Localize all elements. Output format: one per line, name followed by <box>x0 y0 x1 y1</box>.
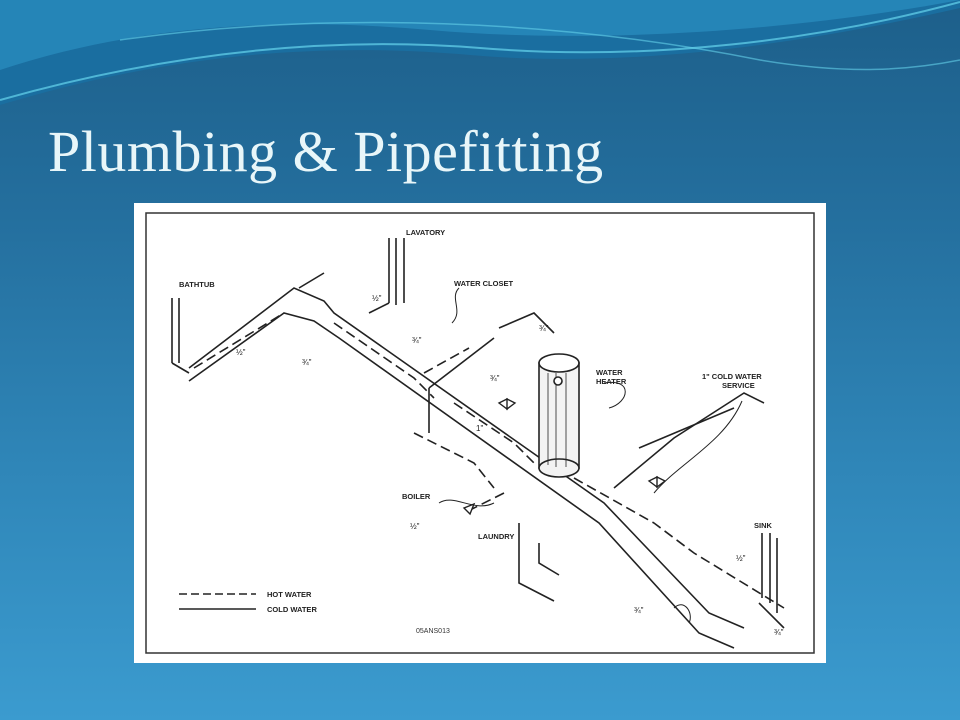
legend: HOT WATER COLD WATER <box>179 590 317 614</box>
slide-title: Plumbing & Pipefitting <box>48 119 604 184</box>
diagram-svg: LAVATORY BATHTUB WATER CLOSET WATER HEAT… <box>145 212 815 654</box>
dim-laundry-threeq: ¾" <box>634 606 644 615</box>
figure-code: 05ANS013 <box>416 628 450 635</box>
legend-cold-water: COLD WATER <box>267 605 317 614</box>
label-boiler: BOILER <box>402 492 431 501</box>
label-water-heater-2: HEATER <box>596 377 627 386</box>
label-lavatory: LAVATORY <box>406 228 445 237</box>
bathtub-risers <box>171 298 190 374</box>
label-laundry: LAUNDRY <box>478 532 514 541</box>
dim-sink-threeq: ¾" <box>774 628 784 637</box>
sink-risers <box>758 533 785 629</box>
diagram-border <box>145 212 815 654</box>
legend-hot-water: HOT WATER <box>267 590 312 599</box>
dim-bathtub-half: ½" <box>236 348 246 357</box>
cold-water-pipes <box>188 272 765 649</box>
dim-lav-half: ½" <box>372 294 382 303</box>
label-cold-service-2: SERVICE <box>722 381 755 390</box>
dim-sink-half: ½" <box>736 554 746 563</box>
label-cold-service-1: 1" COLD WATER <box>702 372 762 381</box>
top-wave-mid <box>0 0 960 70</box>
leader-lines <box>438 287 743 624</box>
dim-boiler-half: ½" <box>410 522 420 531</box>
water-heater-tank <box>538 353 580 478</box>
top-wave-line-2 <box>119 21 960 71</box>
dim-mid-threeq: ¾" <box>490 374 500 383</box>
label-sink: SINK <box>754 521 773 530</box>
dim-wc-threeq: ¾" <box>412 336 422 345</box>
top-wave-line <box>0 1 960 101</box>
hot-water-pipes <box>193 312 785 609</box>
dim-heater-threeq: ¾" <box>539 324 549 333</box>
label-water-closet: WATER CLOSET <box>454 279 513 288</box>
valves <box>462 397 667 516</box>
label-water-heater-1: WATER <box>596 368 623 377</box>
lavatory-risers <box>368 238 405 314</box>
plumbing-diagram: LAVATORY BATHTUB WATER CLOSET WATER HEAT… <box>134 203 826 663</box>
dim-bath-threeq: ¾" <box>302 358 312 367</box>
dim-one-inch: 1" <box>476 424 483 433</box>
label-bathtub: BATHTUB <box>179 280 215 289</box>
